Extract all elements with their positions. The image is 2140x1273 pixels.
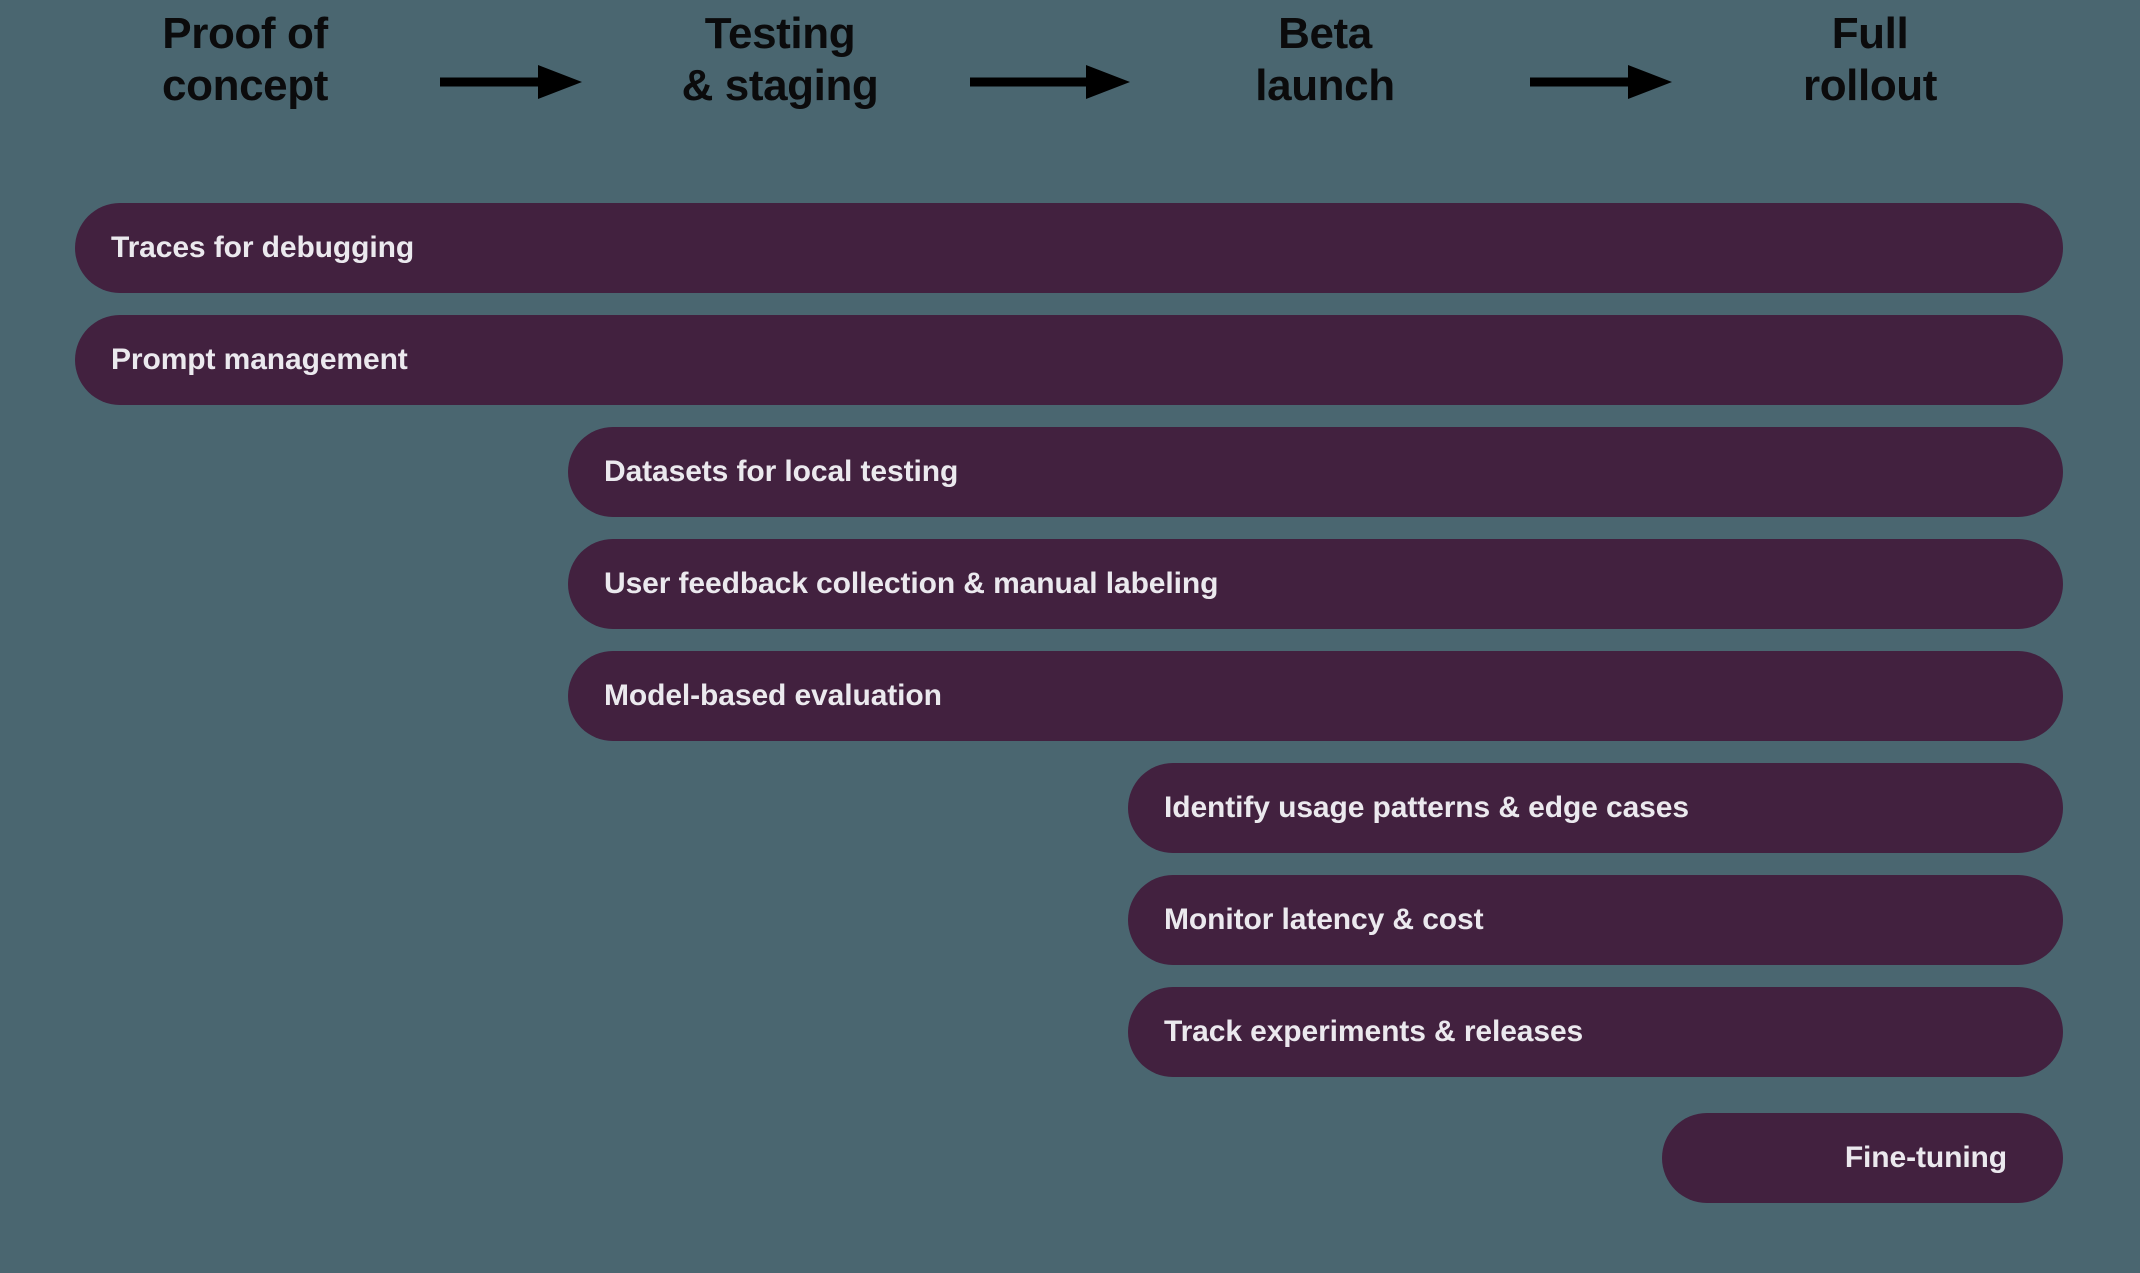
arrow-right-icon (440, 62, 582, 102)
capability-pill-label: Identify usage patterns & edge cases (1164, 791, 1689, 824)
arrow-right-icon (970, 62, 1130, 102)
stage-label-line2: concept (162, 60, 328, 110)
capability-pill-label: Monitor latency & cost (1164, 903, 1484, 936)
capability-pill-label: Traces for debugging (111, 231, 415, 264)
stage-label-line1: Full (1831, 9, 1909, 58)
capability-pill-datasets-for-local-testing[interactable]: Datasets for local testing (568, 427, 2063, 517)
capability-pill-identify-usage-patterns[interactable]: Identify usage patterns & edge cases (1128, 763, 2063, 853)
stage-label-line2: rollout (1802, 60, 1938, 110)
capability-pill-label: User feedback collection & manual labeli… (604, 567, 1219, 600)
capability-pill-monitor-latency-and-cost[interactable]: Monitor latency & cost (1128, 875, 2063, 965)
capability-pill-label: Prompt management (111, 343, 408, 376)
capability-pill-label: Datasets for local testing (604, 455, 959, 488)
capability-pill-track-experiments-and-releases[interactable]: Track experiments & releases (1128, 987, 2063, 1077)
capability-pill-model-based-evaluation[interactable]: Model-based evaluation (568, 651, 2063, 741)
capability-pill-traces-for-debugging[interactable]: Traces for debugging (75, 203, 2063, 293)
capability-pill-fine-tuning[interactable]: Fine-tuning (1662, 1113, 2063, 1203)
capability-pill-label: Fine-tuning (1844, 1141, 2007, 1174)
stage-label-line2: & staging (681, 60, 879, 110)
capability-pill-label: Track experiments & releases (1164, 1015, 1584, 1048)
capability-pill-label: Model-based evaluation (604, 679, 942, 712)
stage-label-line2: launch (1255, 60, 1395, 110)
arrow-right-icon (1530, 62, 1672, 102)
stage-label-testing-and-staging: Testing& staging (610, 8, 950, 112)
capability-pill-user-feedback-collection[interactable]: User feedback collection & manual labeli… (568, 539, 2063, 629)
stage-label-line1: Testing (704, 9, 856, 58)
stage-label-line1: Proof of (162, 9, 328, 58)
capability-pill-prompt-management[interactable]: Prompt management (75, 315, 2063, 405)
stage-label-line1: Beta (1278, 9, 1372, 58)
